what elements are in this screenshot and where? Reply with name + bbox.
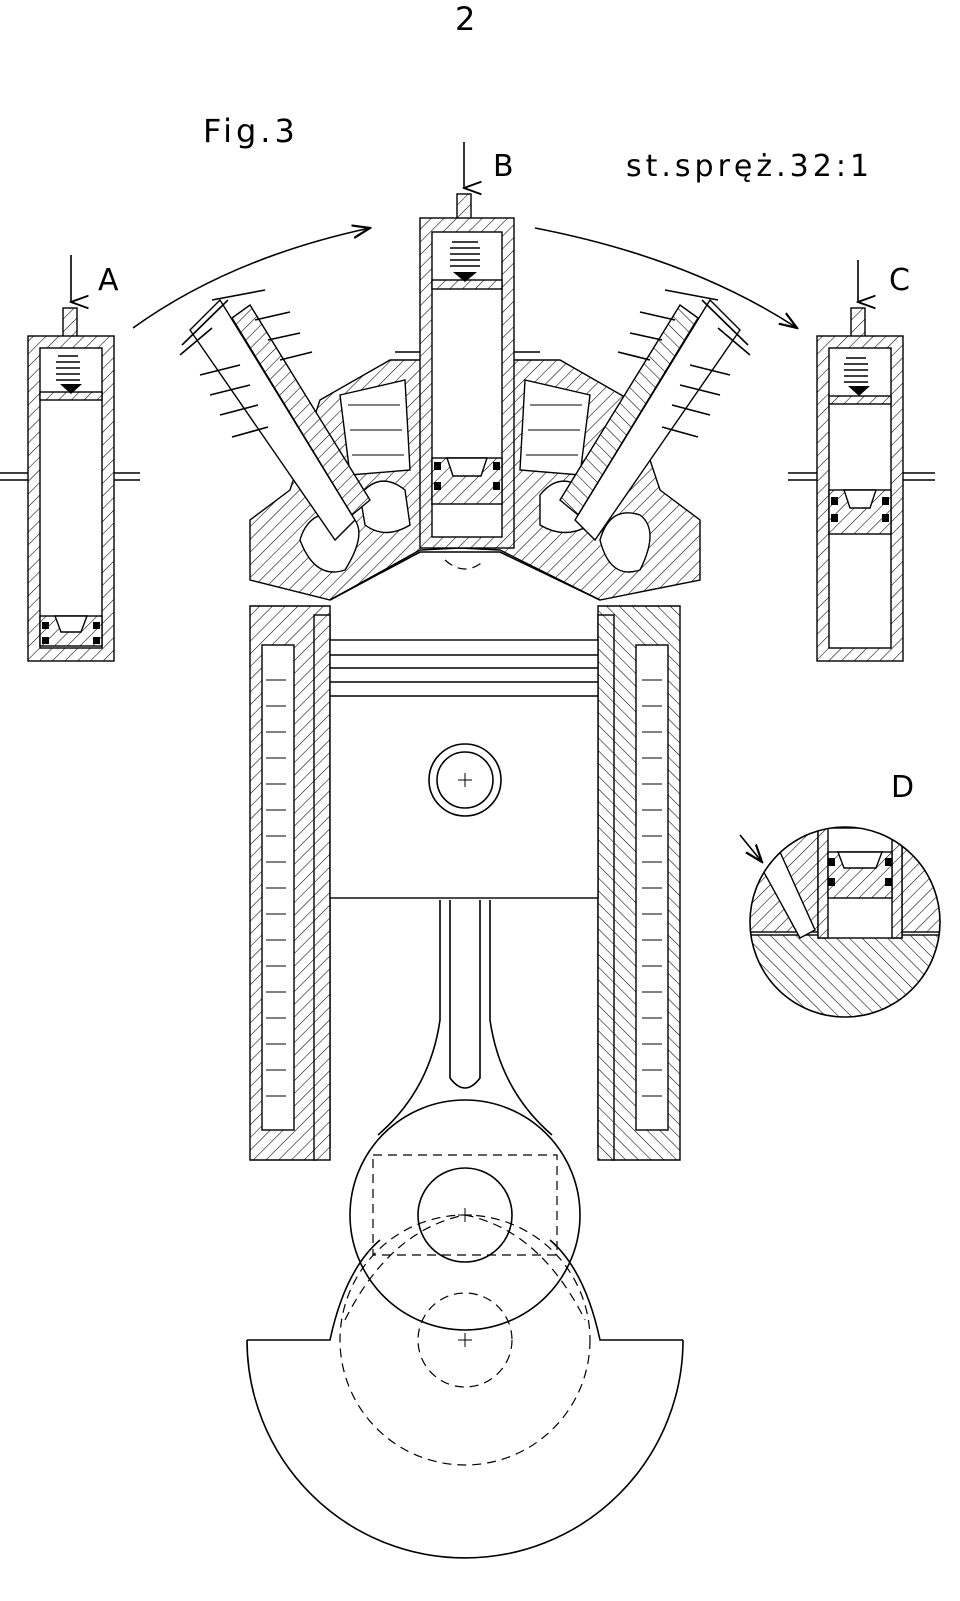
injector-position-a — [0, 255, 140, 662]
injector-position-c — [788, 260, 935, 662]
connecting-rod — [377, 900, 553, 1136]
detail-d-inset — [739, 826, 941, 1018]
left-valve-assembly — [179, 289, 371, 542]
rotation-arrow-left — [132, 228, 370, 329]
piston — [329, 639, 599, 899]
cylinder-block — [249, 605, 681, 1161]
page-number: 2 — [455, 0, 479, 38]
coolant-marks-right — [642, 679, 662, 1097]
label-d: D — [891, 770, 918, 805]
label-a: A — [98, 263, 123, 298]
right-valve-assembly — [559, 289, 751, 542]
coolant-marks-left — [266, 679, 286, 1097]
label-c: C — [889, 263, 914, 298]
injector-position-b — [395, 142, 540, 549]
figure-label: Fig.3 — [203, 112, 299, 150]
rotation-arrow-right — [534, 227, 797, 328]
compression-ratio-note: st.spręż.32:1 — [626, 149, 873, 184]
crankshaft — [246, 1099, 684, 1559]
label-b: B — [493, 149, 518, 184]
